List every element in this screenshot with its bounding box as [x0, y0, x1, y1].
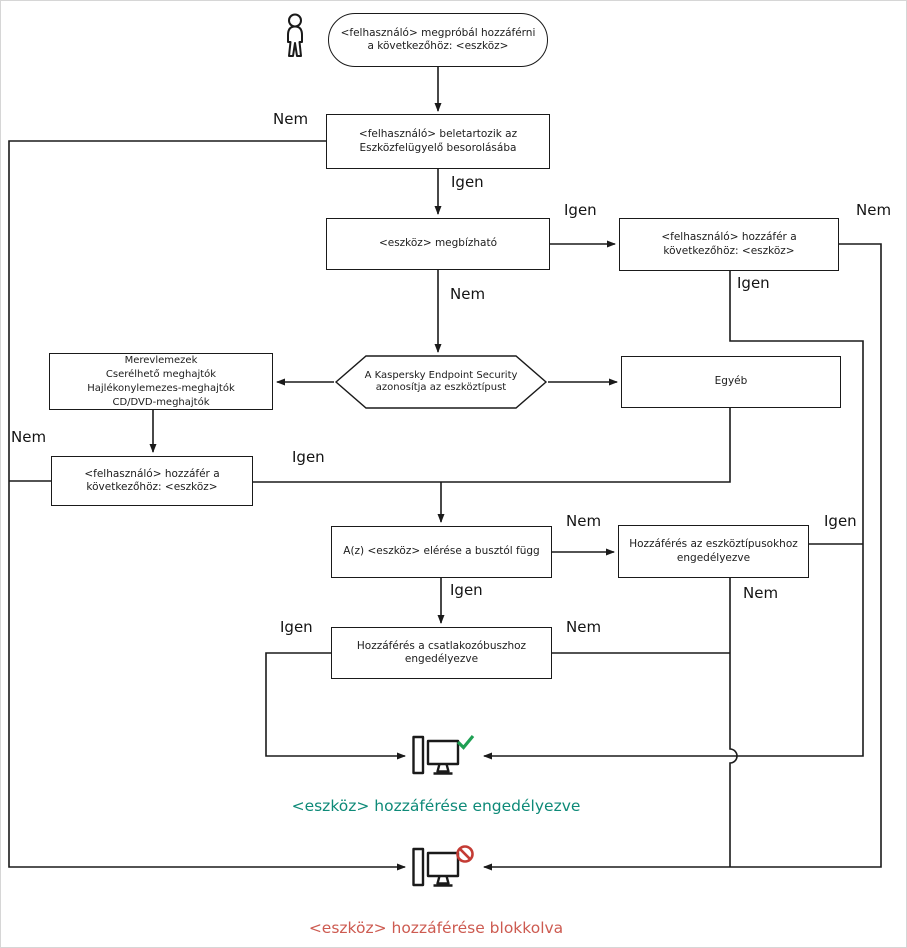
edge-label-type-allowed-no: Nem [743, 584, 779, 602]
edge-label-trusted-no: Nem [450, 285, 486, 303]
prohibition-icon [456, 845, 474, 863]
classification-box: <felhasználó> beletartozik az Eszközfelü… [326, 114, 550, 169]
edge-label-classification-yes: Igen [451, 173, 484, 191]
other-label: Egyéb [714, 375, 748, 388]
other-box: Egyéb [621, 356, 841, 408]
edge-label-bus-allowed-no: Nem [566, 618, 602, 636]
edge-classification-no [8, 140, 406, 871]
edge-label-trusted-yes: Igen [564, 201, 597, 219]
identify-hexagon-shape [334, 355, 548, 409]
classification-label: <felhasználó> beletartozik az Eszközfelü… [358, 128, 518, 154]
trusted-box: <eszköz> megbízható [326, 218, 550, 270]
edge-trusted-access-yes-to-allowed [483, 271, 864, 760]
edge-typeallowed-no-to-blocked [729, 578, 738, 867]
device-type-line: CD/DVD-meghajtók [112, 397, 210, 408]
identify-label: A Kaspersky Endpoint Security azonosítja… [364, 370, 518, 393]
type-allowed-label: Hozzáférés az eszköztípusokhoz engedélye… [629, 538, 798, 564]
trusted-user-access-label: <felhasználó> hozzáfér a következőhöz: <… [661, 231, 797, 257]
user-access-box: <felhasználó> hozzáfér a következőhöz: <… [51, 456, 253, 506]
device-type-line: Cserélhető meghajtók [105, 369, 217, 380]
bus-dependent-box: A(z) <eszköz> elérése a busztól függ [331, 526, 552, 578]
edge-label-classification-no: Nem [273, 110, 309, 128]
trusted-label: <eszköz> megbízható [378, 237, 498, 250]
edge-label-type-allowed-yes: Igen [824, 512, 857, 530]
device-type-line: Merevlemezek [124, 355, 198, 366]
trusted-user-access-box: <felhasználó> hozzáfér a következőhöz: <… [619, 218, 839, 271]
device-type-line: Hajlékonylemezes-meghajtók [87, 383, 235, 394]
edge-label-bus-allowed-yes: Igen [280, 618, 313, 636]
edge-busallowed-yes-to-allowed [265, 652, 406, 760]
edge-label-bus-dependent-no: Nem [566, 512, 602, 530]
check-icon [456, 734, 475, 750]
blocked-caption: <eszköz> hozzáférése blokkolva [308, 919, 564, 937]
bus-allowed-label: Hozzáférés a csatlakozóbuszhoz engedélye… [356, 639, 527, 665]
start-oval: <felhasználó> megpróbál hozzáférni a köv… [328, 13, 548, 67]
computer-blocked-icon [412, 845, 474, 887]
computer-check-icon [412, 734, 475, 775]
device-types-box: Merevlemezek Cserélhető meghajtók Hajlék… [49, 353, 273, 410]
edge-label-bus-dependent-yes: Igen [450, 581, 483, 599]
start-label: <felhasználó> megpróbál hozzáférni a köv… [340, 26, 536, 52]
edge-other-join [253, 408, 731, 483]
user-access-label: <felhasználó> hozzáfér a következőhöz: <… [84, 467, 220, 493]
user-icon [287, 13, 303, 57]
edge-label-user-access-no: Nem [11, 428, 47, 446]
edge-label-trusted-access-no: Nem [856, 201, 892, 219]
edge-label-user-access-yes: Igen [292, 448, 325, 466]
bus-dependent-label: A(z) <eszköz> elérése a busztól függ [343, 545, 540, 558]
bus-allowed-box: Hozzáférés a csatlakozóbuszhoz engedélye… [331, 627, 552, 679]
allowed-caption: <eszköz> hozzáférése engedélyezve [291, 797, 581, 815]
edge-label-trusted-access-yes: Igen [737, 274, 770, 292]
edge-trusted-access-no-to-blocked [483, 243, 882, 871]
identify-hexagon: A Kaspersky Endpoint Security azonosítja… [342, 358, 540, 406]
type-allowed-box: Hozzáférés az eszköztípusokhoz engedélye… [618, 525, 809, 578]
